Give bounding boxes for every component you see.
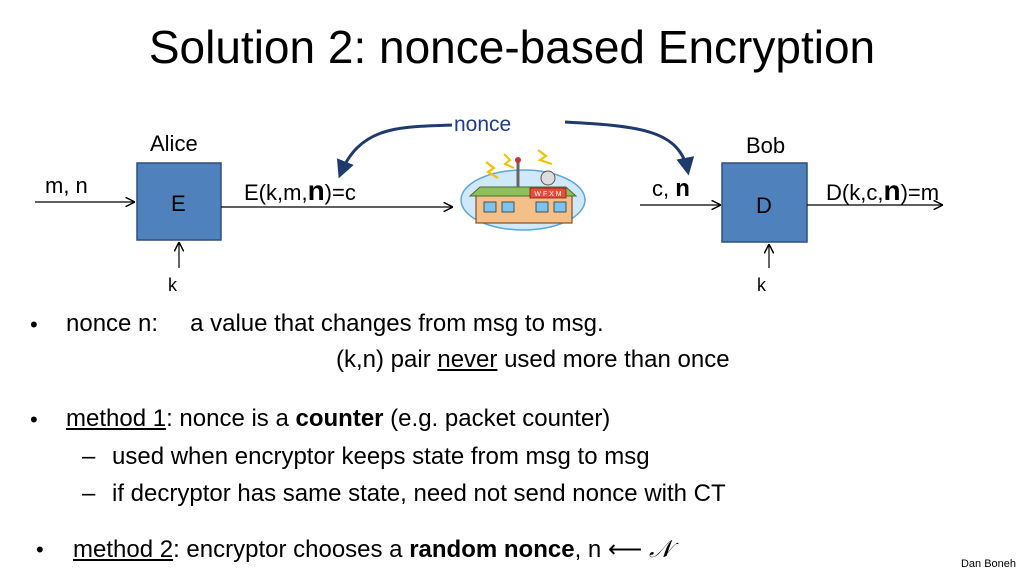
encrypt-box-label: E	[171, 191, 186, 216]
alice-label: Alice	[150, 131, 198, 156]
decrypt-output-label: D(k,c,n)=m	[826, 175, 940, 206]
decrypt-input-label: c, n	[652, 176, 690, 202]
radio-station-icon: W F X M	[460, 149, 586, 231]
nonce-arrow-to-alice	[337, 123, 453, 179]
bullet-1-label: nonce n:	[66, 310, 159, 337]
slide-title: Solution 2: nonce-based Encryption	[148, 21, 876, 73]
bullet-3-post: , n	[574, 536, 608, 563]
bullet-1-never: never	[437, 346, 498, 373]
sub-bullet-2-dash: –	[82, 480, 96, 507]
key-label-right: k	[757, 275, 766, 295]
bullet-1-line-1: nonce n: a value that changes from msg to…	[66, 309, 604, 339]
key-label-left: k	[168, 275, 177, 295]
sub-bullet-1-dash: –	[82, 443, 96, 470]
bullet-1-line-2: (k,n) pair never used more than once	[336, 345, 730, 375]
decrypt-input-nonce: n	[675, 175, 690, 202]
decrypt-output-nonce: n	[883, 175, 901, 206]
decrypt-input-pre: c,	[652, 176, 676, 201]
bullet-2-post: (e.g. packet counter)	[383, 405, 611, 432]
bullet-2-pre: : nonce is a	[166, 405, 296, 432]
sub-bullet-1: used when encryptor keeps state from msg…	[112, 443, 650, 470]
bullet-3-label: method 2	[73, 536, 174, 563]
bullet-1-line-2-post: used more than once	[497, 346, 730, 373]
nonce-space-symbol: 𝒩	[649, 535, 672, 563]
nonce-arrow-to-bob	[564, 120, 695, 176]
bullet-3-glyph: •	[36, 537, 44, 562]
decrypt-box	[721, 162, 808, 243]
station-sign: W F X M	[534, 191, 561, 198]
bullet-2-label: method 1	[66, 405, 167, 432]
bullet-1-glyph: •	[30, 312, 38, 337]
encrypt-output-label: E(k,m,n)=c	[244, 175, 356, 206]
footer-author: Dan Boneh	[960, 558, 1016, 570]
bullet-2-glyph: •	[30, 407, 38, 432]
bullet-2-line: method 1: nonce is a counter (e.g. packe…	[66, 404, 610, 434]
encrypt-input-label: m, n	[45, 173, 88, 198]
decrypt-output-post: )=m	[900, 180, 940, 205]
bullet-2-bold: counter	[295, 405, 384, 432]
bullet-3-line: method 2: encryptor chooses a random non…	[73, 534, 672, 565]
bullet-1-line-2-pre: (k,n) pair	[336, 346, 438, 373]
decrypt-box-label: D	[756, 193, 772, 218]
bullet-3-bold: random nonce	[409, 536, 575, 563]
left-arrow-symbol: ⟵	[607, 536, 643, 563]
encrypt-output-nonce: n	[307, 175, 325, 206]
bullet-1-text: a value that changes from msg to msg.	[190, 310, 604, 337]
sub-bullet-2: if decryptor has same state, need not se…	[112, 480, 726, 507]
bob-label: Bob	[746, 133, 786, 158]
nonce-label: nonce	[454, 113, 512, 136]
encrypt-output-post: )=c	[324, 180, 356, 205]
bullet-3-pre: : encryptor chooses a	[173, 536, 410, 563]
decrypt-output-pre: D(k,c,	[826, 180, 884, 205]
encrypt-box	[136, 162, 222, 241]
encrypt-output-pre: E(k,m,	[244, 180, 308, 205]
